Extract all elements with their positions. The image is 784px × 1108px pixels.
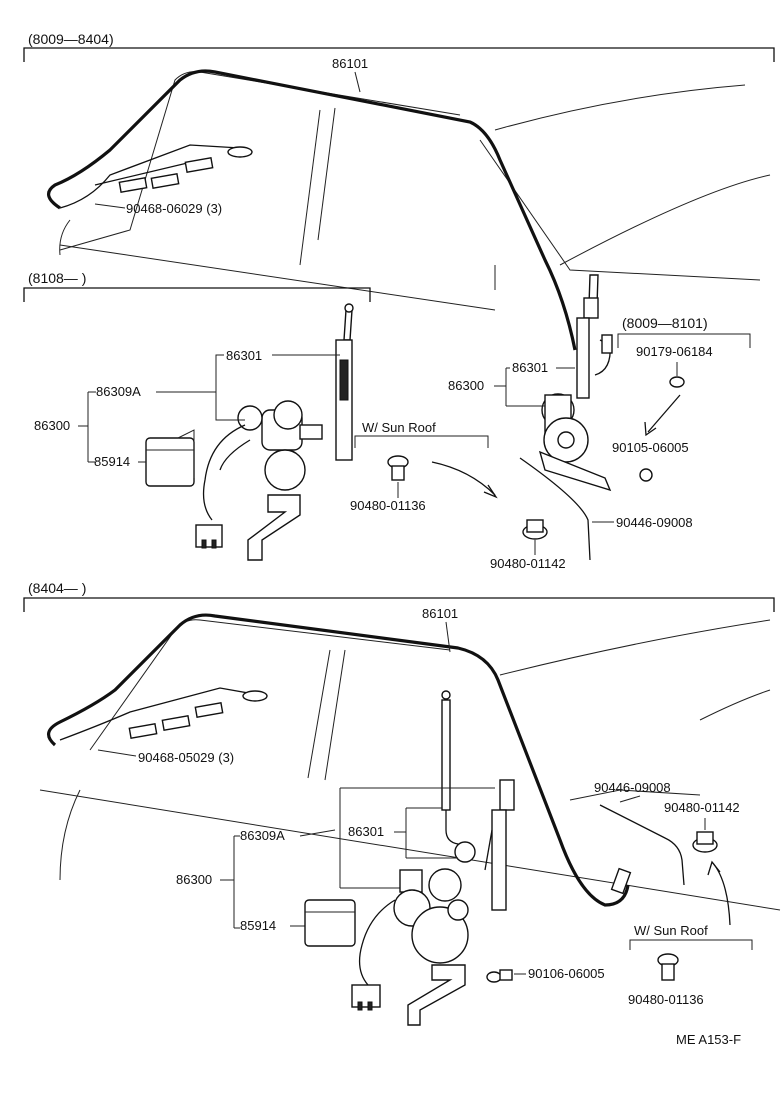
- section-mid: (8108— ): [23, 270, 751, 571]
- label-86300-right: 86300: [448, 378, 484, 393]
- nut-90480-01142-bottom: [692, 831, 718, 853]
- label-nut2-bottom: 90480-01142: [664, 800, 740, 815]
- label-86101-top: 86101: [332, 56, 368, 71]
- screw-part-mid: [639, 468, 653, 482]
- glass-antenna-wire: [47, 69, 577, 351]
- range-bracket-bottom: [23, 597, 775, 612]
- label-86309a-bottom: 86309A: [240, 828, 285, 843]
- glass-antenna-wire-bottom: [47, 613, 630, 907]
- range-label-top: (8009—8404): [28, 31, 114, 47]
- label-clip-bottom: 90468-05029 (3): [138, 750, 234, 765]
- relay-box-mid: [145, 437, 195, 487]
- label-86101-bottom: 86101: [422, 606, 458, 621]
- label-nut2-mid: 90480-01142: [490, 556, 566, 571]
- rod-assembly-bottom: [441, 690, 515, 911]
- label-sunroof-bottom: W/ Sun Roof: [634, 923, 708, 938]
- nut-90480-01136-bottom: [657, 953, 679, 981]
- label-86301-mid: 86301: [226, 348, 262, 363]
- nut-90480-01142-mid: [522, 519, 548, 540]
- label-cable-bottom: 90446-09008: [594, 780, 671, 795]
- nut-90480-01136-mid: [387, 455, 409, 481]
- label-sub-range: (8009—8101): [622, 315, 708, 331]
- label-washer: 90179-06184: [636, 344, 713, 359]
- clip-parts-bottom: [128, 690, 268, 739]
- section-bottom: (8404— ) 86101 90468-05029 (3) 90446-090…: [23, 580, 781, 1026]
- label-86309a-mid: 86309A: [96, 384, 141, 399]
- label-86301-bottom: 86301: [348, 824, 384, 839]
- right-antenna-assembly: [519, 274, 613, 561]
- label-85914-bottom: 85914: [240, 918, 276, 933]
- label-sunroof-mid: W/ Sun Roof: [362, 420, 436, 435]
- motor-assembly-bottom: [304, 868, 469, 1026]
- label-screw-bottom: 90106-06005: [528, 966, 605, 981]
- relay-box-bottom: [304, 899, 356, 947]
- section-top: (8009—8404) 86101 90468-06029 (3): [23, 31, 775, 351]
- clip-parts: [118, 146, 253, 193]
- label-screw-mid: 90105-06005: [612, 440, 689, 455]
- washer-part: [669, 376, 685, 388]
- label-86301-right: 86301: [512, 360, 548, 375]
- label-86300-mid: 86300: [34, 418, 70, 433]
- label-clip-top: 90468-06029 (3): [126, 201, 222, 216]
- range-bracket-mid: [23, 287, 371, 302]
- label-86300-bottom: 86300: [176, 872, 212, 887]
- range-label-bottom: (8404— ): [28, 580, 86, 596]
- label-nut1-mid: 90480-01136: [350, 498, 426, 513]
- left-antenna-assembly: [145, 303, 354, 561]
- label-85914-mid: 85914: [94, 454, 130, 469]
- label-cable-mid: 90446-09008: [616, 515, 693, 530]
- footer-code: ME A153-F: [676, 1032, 741, 1047]
- range-bracket-top: [23, 47, 775, 62]
- label-nut1-bottom: 90480-01136: [628, 992, 704, 1007]
- screw-part-bottom: [486, 969, 513, 983]
- range-label-mid: (8108— ): [28, 270, 86, 286]
